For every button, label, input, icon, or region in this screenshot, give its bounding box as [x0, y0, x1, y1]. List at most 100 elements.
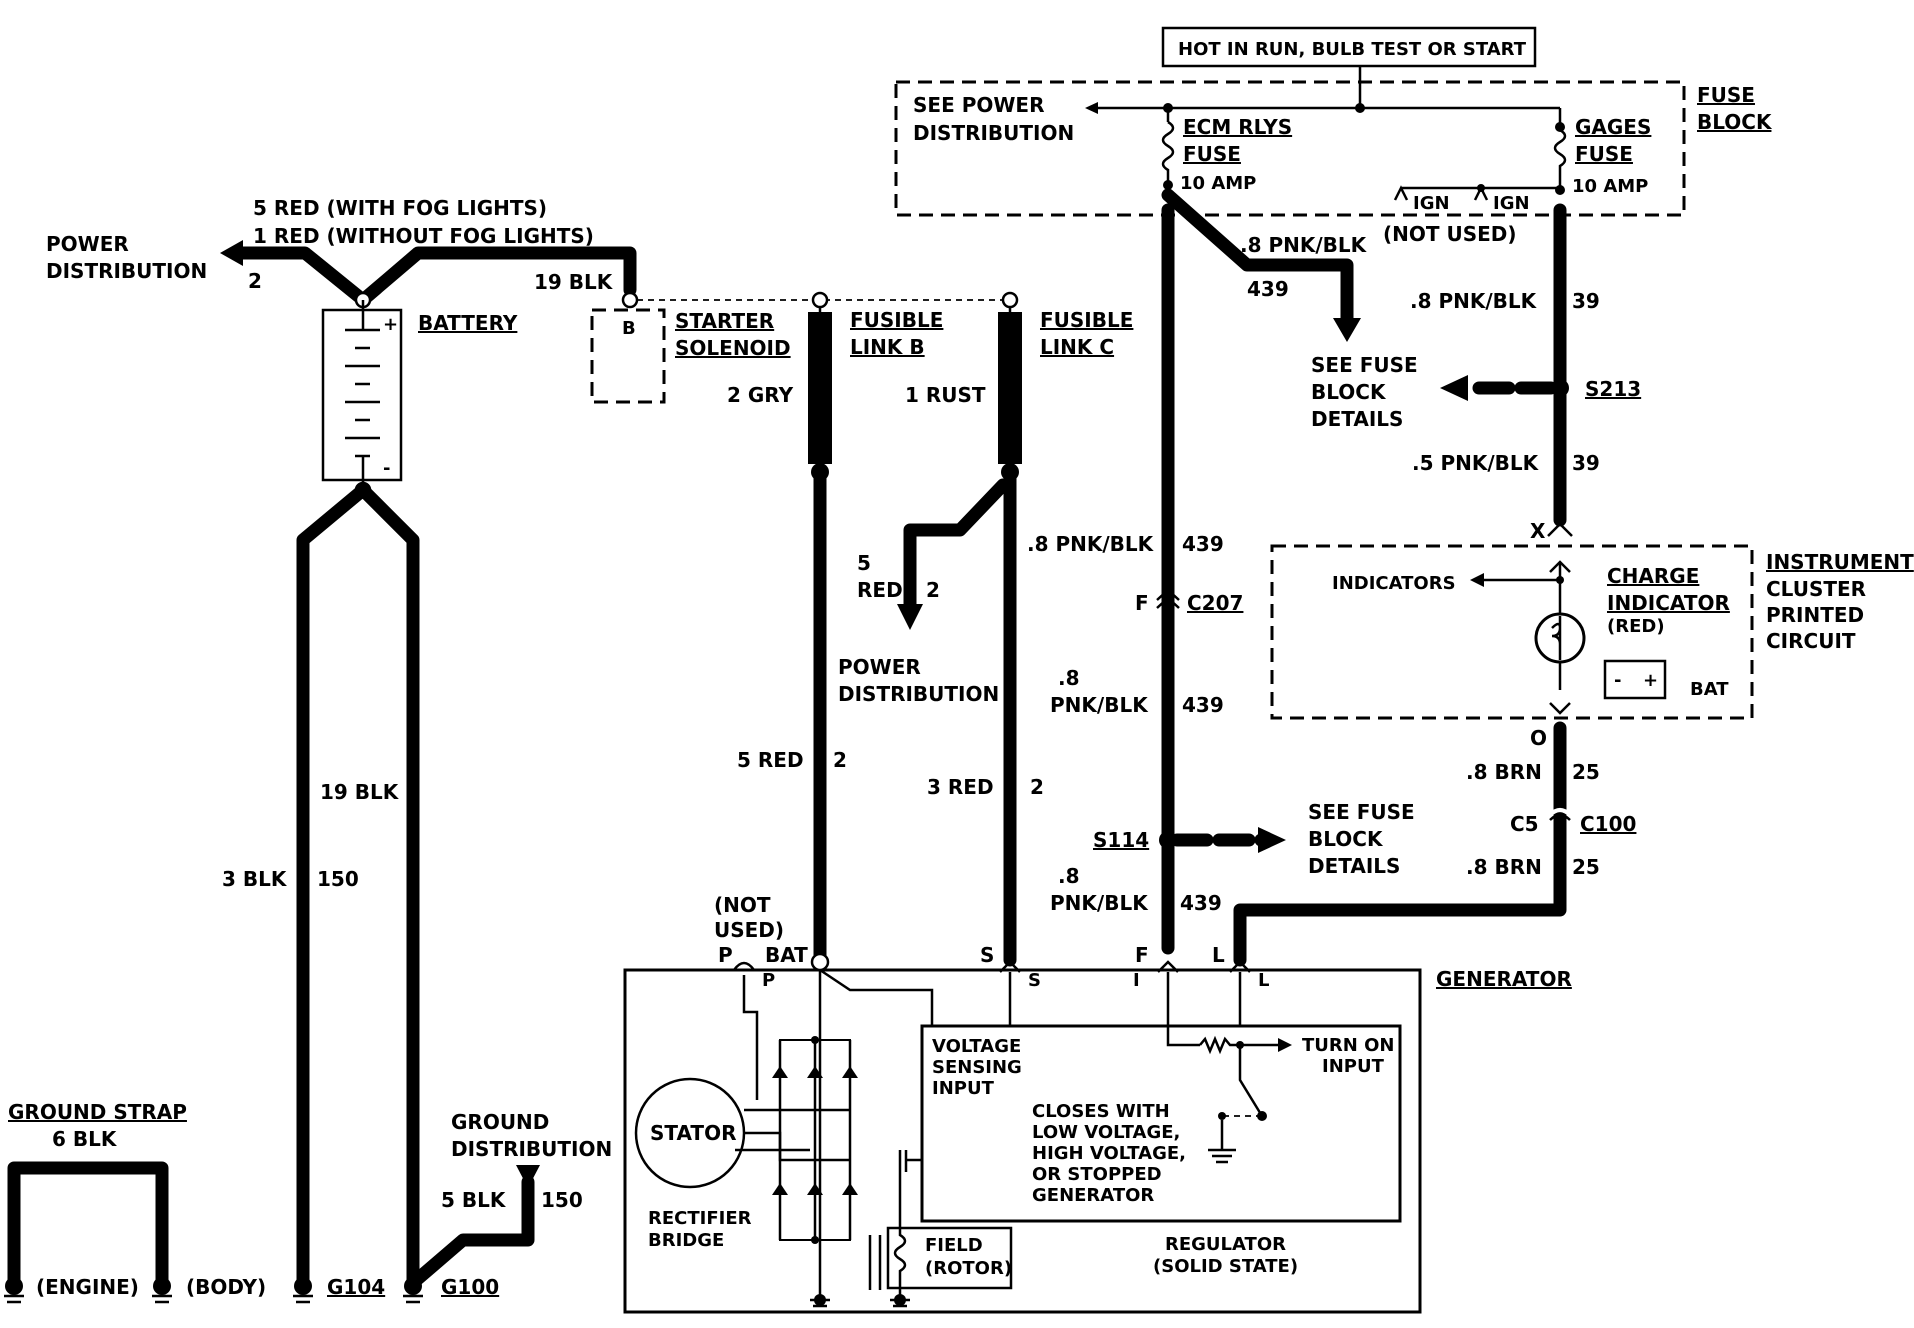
- circuit-39: .8 PNK/BLK 39 SEE FUSE BLOCK DETAILS S21…: [1311, 203, 1641, 543]
- red5-label-2: RED: [857, 578, 903, 602]
- voltage-sensing-2: SENSING: [932, 1057, 1022, 1078]
- ground-lines: [4, 1294, 423, 1304]
- gages-fuse-label-1: GAGES: [1575, 115, 1651, 139]
- wire-8brn-a: .8 BRN: [1466, 760, 1542, 784]
- indicators-label: INDICATORS: [1332, 573, 1456, 594]
- circuit-25-b: 25: [1572, 855, 1600, 879]
- fuse-block: HOT IN RUN, BULB TEST OR START SEE POWER…: [894, 26, 1773, 246]
- stator-label: STATOR: [650, 1121, 736, 1145]
- ground-dist-label-1: GROUND: [451, 1110, 549, 1134]
- g104-ground-icon: [294, 1277, 312, 1295]
- wire-pnk-439-top: .8 PNK/BLK: [1240, 233, 1368, 257]
- wire-1red-nofog: 1 RED (WITHOUT FOG LIGHTS): [253, 224, 594, 248]
- ecm-fuse-label-2: FUSE: [1183, 142, 1241, 166]
- circuit-150: 150: [317, 867, 359, 891]
- fusible-c-label-1: FUSIBLE: [1040, 308, 1133, 332]
- diode-icon: [772, 1183, 788, 1195]
- starter-node: [621, 291, 639, 309]
- fuse-block-label-1: FUSE: [1697, 83, 1755, 107]
- wire-pnk-blk-439-branch: [1161, 188, 1354, 329]
- x-pin-label: X: [1530, 519, 1546, 543]
- pin-bat-connector: [810, 952, 830, 972]
- gages-fuse-label-2: FUSE: [1575, 142, 1633, 166]
- ign-label-1: IGN: [1413, 193, 1450, 214]
- indicators-arrow-icon: [1470, 573, 1484, 587]
- circuit-2-left: 2: [248, 269, 262, 293]
- charge-indicator-label-3: (RED): [1607, 616, 1665, 637]
- see-fuse-top-3: DETAILS: [1311, 407, 1403, 431]
- see-fuse-bot-2: BLOCK: [1308, 827, 1384, 851]
- instrument-cluster-label-3: PRINTED: [1766, 603, 1864, 627]
- wire-8-a: .8: [1058, 666, 1080, 690]
- ign-node: [1477, 184, 1485, 192]
- closes-4: OR STOPPED: [1032, 1164, 1162, 1185]
- s213-label: S213: [1585, 377, 1641, 401]
- instrument-cluster-outline: [1270, 544, 1754, 720]
- pin-bat-label: BAT: [765, 943, 808, 967]
- cluster-connector-bottom: [1549, 702, 1571, 715]
- bat-small-label: BAT: [1690, 679, 1729, 700]
- wire-5blk: 5 BLK: [441, 1188, 507, 1212]
- stator-leads: [735, 1108, 850, 1162]
- circuit-25-a: 25: [1572, 760, 1600, 784]
- generator: (NOT USED) P BAT S F L P S I L GENERATOR…: [623, 893, 1572, 1314]
- pin-p-connector: [732, 961, 756, 971]
- circuit-39-top: 39: [1572, 289, 1600, 313]
- c207-label: C207: [1187, 591, 1243, 615]
- see-fuse-arrow-right-icon: [1258, 827, 1286, 853]
- power-dist-left-2: DISTRIBUTION: [46, 259, 207, 283]
- power-dist-arrow-icon: [897, 604, 923, 630]
- wire-5pnk-39: .5 PNK/BLK: [1412, 451, 1540, 475]
- wire-2gry: 2 GRY: [727, 383, 794, 407]
- wire-brn-25: [1233, 721, 1567, 967]
- c5-label: C5: [1510, 812, 1539, 836]
- starter-label-2: SOLENOID: [675, 336, 791, 360]
- g104-label: G104: [327, 1275, 385, 1299]
- fuse-block-label-2: BLOCK: [1697, 110, 1773, 134]
- field-label-1: FIELD: [925, 1235, 983, 1256]
- fusible-c-label-2: LINK C: [1040, 335, 1114, 359]
- link-b-node: [811, 291, 829, 309]
- fusible-link-c: [998, 312, 1022, 464]
- rectifier-label-2: BRIDGE: [648, 1230, 724, 1251]
- regulator-label-2: (SOLID STATE): [1153, 1256, 1298, 1277]
- field-lead: [904, 1150, 922, 1172]
- charge-indicator-label-1: CHARGE: [1607, 564, 1699, 588]
- link-c-node: [1001, 291, 1019, 309]
- diode-icon: [842, 1066, 858, 1078]
- c100-gap: [1548, 808, 1572, 817]
- pin-l-label: L: [1212, 943, 1225, 967]
- o-pin-label: O: [1530, 726, 1547, 750]
- generator-outline: [623, 968, 1422, 1314]
- circuit-2-b: 2: [1030, 775, 1044, 799]
- diode-icon: [772, 1066, 788, 1078]
- generator-label: GENERATOR: [1436, 967, 1572, 991]
- red5-circuit: 2: [926, 578, 940, 602]
- hot-in-run-label: HOT IN RUN, BULB TEST OR START: [1178, 39, 1527, 60]
- circuit-25: O .8 BRN 25 C5 C100 .8 BRN 25: [1233, 721, 1636, 967]
- power-dist-mid-2: DISTRIBUTION: [838, 682, 999, 706]
- battery-minus-icon: -: [383, 458, 390, 479]
- see-fuse-arrow-left-icon: [1440, 375, 1468, 401]
- fusible-b-label-2: LINK B: [850, 335, 925, 359]
- wire-19blk-top: 19 BLK: [534, 270, 614, 294]
- wire-pnk-39-top: .8 PNK/BLK: [1410, 289, 1538, 313]
- wire-pnk-c: .8 PNK/BLK: [1027, 532, 1155, 556]
- wire-8-b: .8: [1058, 864, 1080, 888]
- field-rotor-box: [886, 1226, 1013, 1290]
- field-ground-node: [894, 1294, 906, 1306]
- wire-5red-branch: [903, 478, 1010, 615]
- diode-icon: [842, 1183, 858, 1195]
- ecm-fuse-amp: 10 AMP: [1180, 173, 1256, 194]
- ground-strap-wire: [7, 1161, 169, 1290]
- switch-node: [1218, 1112, 1226, 1120]
- regulator-ground-icon: [1208, 1120, 1236, 1164]
- battery-small-icon: [1603, 659, 1667, 700]
- wire-3blk: 3 BLK: [222, 867, 288, 891]
- see-fuse-top-1: SEE FUSE: [1311, 353, 1418, 377]
- power-distribution-arrow-icon: [220, 240, 243, 266]
- starter-b-terminal: B: [622, 318, 636, 339]
- wire-8brn-b: .8 BRN: [1466, 855, 1542, 879]
- grounds: GROUND STRAP 6 BLK (ENGINE) (BODY) G104 …: [4, 780, 612, 1304]
- field-label-2: (ROTOR): [925, 1258, 1012, 1279]
